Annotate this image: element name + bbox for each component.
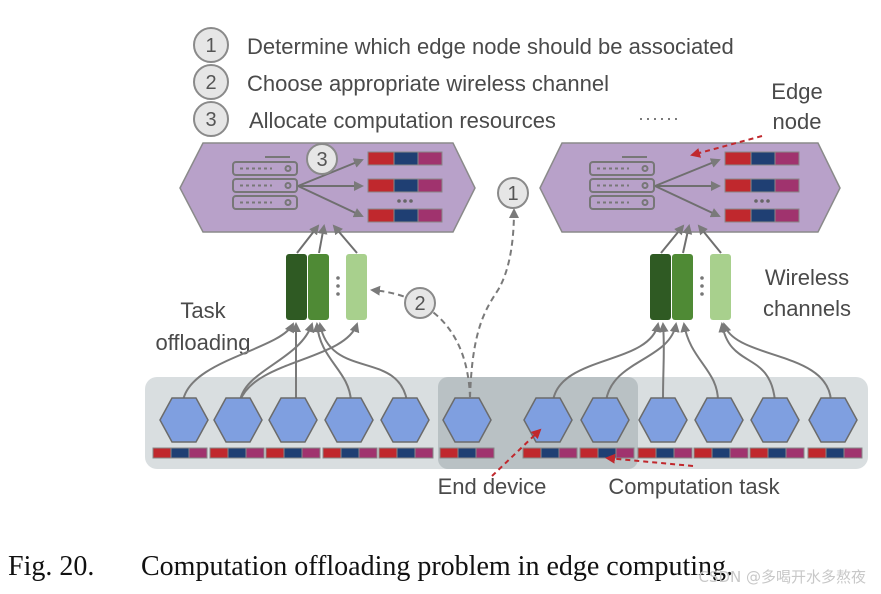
device-hexagon bbox=[580, 397, 630, 443]
task-bar bbox=[749, 447, 805, 459]
legend: 1 Determine which edge node should be as… bbox=[193, 27, 734, 137]
task-offloading-label-line1: Task bbox=[180, 298, 226, 323]
task-bar bbox=[378, 447, 434, 459]
device-hexagon bbox=[442, 397, 492, 443]
wireless-label-line2: channels bbox=[763, 296, 851, 321]
edge-node-left: 3 bbox=[179, 142, 476, 233]
channel-choice-arrow bbox=[370, 285, 471, 399]
edge-node-pointer bbox=[690, 135, 763, 158]
channels-right bbox=[650, 224, 731, 320]
task-bar bbox=[724, 151, 800, 166]
step-2-badge bbox=[193, 64, 229, 100]
task-bar bbox=[152, 447, 208, 459]
task-bar bbox=[637, 447, 693, 459]
end-device-pointer bbox=[491, 428, 542, 477]
device-hexagon bbox=[808, 397, 858, 443]
task-bar bbox=[807, 447, 863, 459]
step-1-marker-label: 1 bbox=[507, 183, 518, 205]
task-offloading-label-line2: offloading bbox=[155, 330, 250, 355]
task-bar bbox=[724, 178, 800, 193]
legend-item-1: 1 Determine which edge node should be as… bbox=[193, 27, 734, 63]
legend-text-2: Choose appropriate wireless channel bbox=[247, 71, 609, 96]
device-hexagon bbox=[750, 397, 800, 443]
offloading-links-left bbox=[182, 322, 408, 402]
step-3-marker bbox=[306, 143, 338, 175]
channel-bar bbox=[672, 254, 693, 320]
computation-task-label: Computation task bbox=[608, 474, 780, 499]
step-1-badge bbox=[193, 27, 229, 63]
device-hexagon bbox=[213, 397, 263, 443]
device-tasks bbox=[152, 447, 863, 459]
end-devices bbox=[159, 397, 858, 443]
legend-text-3: Allocate computation resources bbox=[249, 108, 556, 133]
edge-node-label-line2: node bbox=[773, 109, 822, 134]
channel-bar bbox=[286, 254, 307, 320]
step-2-marker-label: 2 bbox=[414, 293, 425, 315]
device-hexagon bbox=[324, 397, 374, 443]
edge-node-right bbox=[539, 142, 841, 233]
task-bar bbox=[209, 447, 265, 459]
end-device-label: End device bbox=[438, 474, 547, 499]
channel-bar bbox=[346, 254, 367, 320]
task-bar bbox=[522, 447, 578, 459]
task-bar bbox=[367, 208, 443, 223]
task-bar bbox=[367, 178, 443, 193]
device-hexagon bbox=[159, 397, 209, 443]
step-2-marker bbox=[404, 287, 436, 319]
association-arrow bbox=[469, 208, 519, 399]
caption-text: Computation offloading problem in edge c… bbox=[141, 551, 733, 582]
device-hexagon bbox=[694, 397, 744, 443]
server-icon bbox=[232, 156, 298, 210]
task-queue bbox=[367, 151, 443, 223]
legend-num-1: 1 bbox=[205, 35, 216, 57]
device-hexagon bbox=[380, 397, 430, 443]
task-bar bbox=[724, 208, 800, 223]
task-queue bbox=[724, 151, 800, 223]
channel-bar bbox=[308, 254, 329, 320]
task-bar bbox=[367, 151, 443, 166]
offloading-links-right bbox=[552, 322, 832, 402]
channel-bar bbox=[650, 254, 671, 320]
task-bar bbox=[265, 447, 321, 459]
caption-figure-number: Fig. 20. bbox=[8, 551, 94, 582]
wireless-label-line1: Wireless bbox=[765, 265, 849, 290]
channels-left bbox=[286, 224, 367, 320]
step-3-marker-label: 3 bbox=[316, 149, 327, 171]
watermark: CSDN @多喝开水多熬夜 bbox=[698, 568, 866, 586]
legend-item-3: 3 Allocate computation resources bbox=[193, 101, 556, 137]
legend-text-1: Determine which edge node should be asso… bbox=[247, 34, 734, 59]
device-hexagon bbox=[268, 397, 318, 443]
legend-item-2: 2 Choose appropriate wireless channel bbox=[193, 64, 609, 100]
task-bar bbox=[439, 447, 495, 459]
task-bar bbox=[322, 447, 378, 459]
device-hexagon bbox=[638, 397, 688, 443]
legend-more: ······ bbox=[638, 108, 680, 128]
legend-num-2: 2 bbox=[205, 72, 216, 94]
step-3-badge bbox=[193, 101, 229, 137]
step-1-marker bbox=[497, 177, 529, 209]
channel-bar bbox=[710, 254, 731, 320]
server-icon bbox=[589, 156, 655, 210]
task-bar bbox=[693, 447, 749, 459]
legend-num-3: 3 bbox=[205, 109, 216, 131]
task-bar bbox=[579, 447, 635, 459]
edge-node-label-line1: Edge bbox=[771, 79, 822, 104]
